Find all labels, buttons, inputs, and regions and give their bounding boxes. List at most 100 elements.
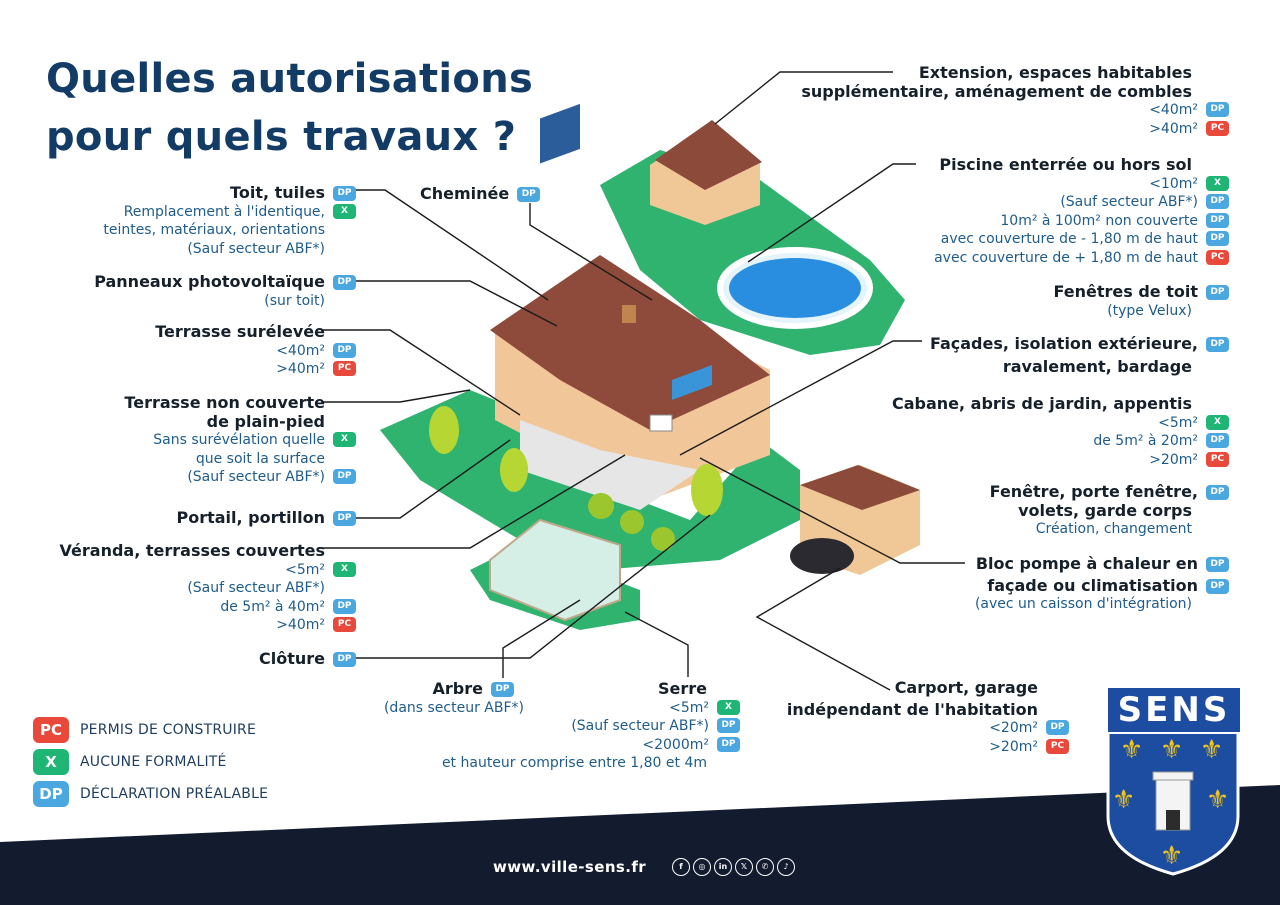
veranda-title: Véranda, terrasses couvertes [59,541,325,560]
pv-title: Panneaux photovoltaïque [94,272,325,291]
svg-text:⚜: ⚜ [1206,785,1229,815]
carport-a: <20m² [989,720,1038,736]
dp-badge: DP [517,187,541,202]
serre-c: <2000m² [642,736,709,753]
terrasse-non-l2: que soit la surface [195,450,325,467]
terrasse-non-l3: (Sauf secteur ABF*) [187,469,325,485]
piscine-e: avec couverture de + 1,80 m de haut [934,249,1198,266]
terrasse-non-l1: Sans surévélation quelle [153,432,325,448]
extension-b: >40m² [1149,120,1198,137]
dp-badge: DP [1206,194,1229,209]
cabane-c: >20m² [1149,451,1198,468]
terrasse-surelevee-b: >40m² [276,361,325,377]
bush-3 [651,527,675,551]
dp-badge: DP [333,469,356,484]
instagram-icon[interactable]: ◎ [693,858,711,876]
cloture-title: Clôture [259,649,325,668]
svg-text:⚜: ⚜ [1160,841,1183,871]
dp-badge: DP [333,275,356,290]
tree-3 [691,464,723,516]
dp-badge: DP [717,718,740,733]
terrace [520,420,700,510]
x-badge: X [1206,414,1229,430]
dp-badge: DP [1206,337,1229,352]
fleur-de-lis-icons: ⚜ ⚜ ⚜ ⚜ ⚜ ⚜ [1112,735,1229,871]
toit-line-3: (Sauf secteur ABF*) [187,240,325,257]
label-extension: Extension, espaces habitables supplément… [801,63,1229,137]
pc-badge: PC [333,361,356,376]
legend-pc-badge: PC [33,717,69,743]
terrasse-surelevee-title: Terrasse surélevée [155,322,325,341]
cabane-a: <5m² [1158,414,1198,431]
x-badge: X [333,432,356,447]
pc-badge: PC [333,617,356,632]
terrasse-non-title-2: de plain-pied [206,411,325,431]
dp-badge: DP [333,511,356,526]
heat-pump [649,414,673,432]
crest-name: SENS [1106,686,1242,734]
dp-badge: DP [1206,557,1229,572]
legend-dp: DP DÉCLARATION PRÉALABLE [33,778,268,810]
linkedin-icon[interactable]: in [714,858,732,876]
veranda-c: de 5m² à 40m² [220,598,325,615]
x-badge: X [717,699,740,715]
social-icons: f ◎ in 𝕏 ✆ ♪ [672,858,795,876]
legend-x-text: AUCUNE FORMALITÉ [80,754,227,770]
legend-dp-text: DÉCLARATION PRÉALABLE [80,786,269,802]
dp-badge: DP [333,598,356,614]
fenetre-sub: Création, changement [1035,521,1192,537]
label-pv: Panneaux photovoltaïque DP (sur toit) [94,272,356,309]
dp-badge: DP [1206,485,1229,500]
dp-badge: DP [333,186,356,201]
toit-title: Toit, tuiles [230,183,325,202]
arbre-title: Arbre [432,679,483,698]
piscine-d: avec couverture de - 1,80 m de haut [940,231,1198,247]
serre-a: <5m² [669,699,709,716]
bush-1 [588,493,614,519]
svg-text:⚜: ⚜ [1112,785,1135,815]
greenhouse [489,518,621,622]
fenetres-toit-title: Fenêtres de toit [1053,282,1198,301]
dp-badge: DP [1206,102,1229,117]
dp-badge: DP [1206,433,1229,448]
svg-text:⚜: ⚜ [1120,735,1143,765]
pv-sub: (sur toit) [264,292,325,309]
cheminee-title: Cheminée [420,184,510,203]
portail-title: Portail, portillon [176,508,326,527]
tiktok-icon[interactable]: ♪ [777,858,795,876]
facebook-icon[interactable]: f [672,858,690,876]
garage-roof [800,465,920,510]
legend-pc: PC PERMIS DE CONSTRUIRE [33,714,268,746]
x-icon[interactable]: 𝕏 [735,858,753,876]
dp-badge: DP [717,736,740,752]
dp-badge: DP [1206,285,1229,300]
x-badge: X [333,203,356,219]
leader-lines [322,71,965,691]
whatsapp-icon[interactable]: ✆ [756,858,774,876]
tower-icon [1152,771,1194,831]
pompe-sub: (avec un caisson d'intégration) [974,596,1192,612]
piscine-c: 10m² à 100m² non couverte [1000,212,1198,229]
x-badge: X [333,561,356,577]
piscine-b: (Sauf secteur ABF*) [1060,194,1198,210]
label-carport: Carport, garage indépendant de l'habitat… [787,678,1069,755]
title-line-1: Quelles autorisations [46,56,534,102]
facades-title-2: ravalement, bardage [1002,356,1192,376]
cabane-b: de 5m² à 20m² [1093,433,1198,449]
fenetre-title-1: Fenêtre, porte fenêtre, [989,482,1198,501]
solar-panel [540,103,580,164]
website-link[interactable]: www.ville-sens.fr [493,858,647,876]
toit-line-2: teintes, matériaux, orientations [103,222,325,238]
carport-b: >20m² [989,738,1038,755]
label-facades: Façades, isolation extérieure,DP ravalem… [930,334,1229,376]
legend-pc-text: PERMIS DE CONSTRUIRE [80,722,257,738]
